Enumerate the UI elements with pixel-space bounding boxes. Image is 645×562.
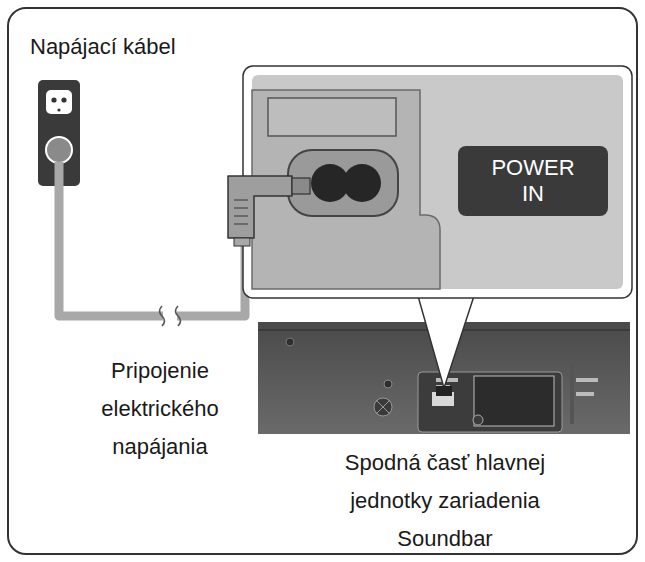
connection-label: Pripojenie elektrického napájania [60,352,260,466]
power-plug [228,176,310,246]
power-cable [59,162,245,316]
cable-break [163,305,177,327]
callout-pointer [418,296,474,388]
zoom-panel [243,66,632,298]
port-label: POWER IN [488,155,578,207]
power-port-small [436,386,452,396]
cable-label: Napájací kábel [30,28,270,66]
soundbar-label: Spodná časť hlavnej jednotky zariadenia … [305,444,585,558]
cable-break-marks [160,306,181,326]
port-label-box: POWER IN [458,146,608,216]
